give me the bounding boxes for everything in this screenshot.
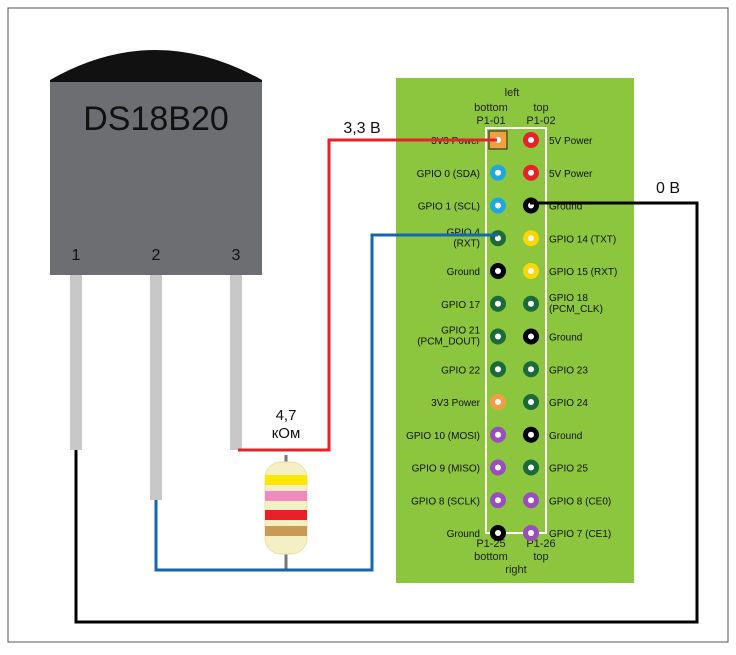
gpio-pin-right-11-label: GPIO 25 bbox=[549, 464, 588, 475]
gpio-pin-right-10-hole bbox=[528, 431, 534, 438]
gpio-pin-right-6-label-line-1: GPIO 18 bbox=[549, 293, 588, 304]
gpio-pin-left-3-label: GPIO 1 (SCL) bbox=[418, 202, 480, 213]
left-col-top-caption-2: P1-01 bbox=[476, 115, 505, 127]
left-col-top-caption-1: bottom bbox=[474, 102, 508, 114]
gpio-pin-left-4-label-line-1: GPIO 4 bbox=[447, 227, 481, 238]
gpio-pin-left-13-label: Ground bbox=[447, 529, 480, 540]
gpio-pin-left-11-label: GPIO 9 (MISO) bbox=[412, 464, 480, 475]
gpio-pin-right-13-label: GPIO 7 (CE1) bbox=[549, 529, 611, 540]
gpio-pin-left-10-hole bbox=[495, 431, 501, 438]
gpio-pin-right-12-label: GPIO 8 (CE0) bbox=[549, 496, 611, 507]
wire-3v3 bbox=[238, 138, 497, 452]
gpio-pin-right-8-hole bbox=[528, 366, 534, 373]
sensor-lead-1 bbox=[70, 275, 82, 450]
gpio-pin-right-9-hole bbox=[528, 399, 534, 405]
right-col-bottom-caption-2: top bbox=[533, 551, 548, 563]
gpio-pin-left-9-hole bbox=[495, 399, 501, 405]
gpio-pin-left-11-hole bbox=[495, 464, 501, 471]
gpio-pin-left-9-label: 3V3 Power bbox=[431, 398, 481, 409]
sensor-body bbox=[50, 82, 262, 275]
gpio-pin-right-2-hole bbox=[528, 169, 534, 176]
gpio-pin-right-7-hole bbox=[528, 333, 534, 340]
gpio-pin-left-8-hole bbox=[495, 366, 501, 373]
gpio-pin-right-4-label: GPIO 14 (TXT) bbox=[549, 234, 616, 245]
gpio-pin-left-2-label: GPIO 0 (SDA) bbox=[417, 169, 480, 180]
resistor-band-1 bbox=[265, 475, 307, 485]
gpio-pin-left-4-hole bbox=[495, 235, 501, 242]
gpio-pin-right-9-label: GPIO 24 bbox=[549, 398, 588, 409]
gpio-pin-left-6-hole bbox=[495, 300, 501, 307]
gpio-pin-right-5-label: GPIO 15 (RXT) bbox=[549, 267, 617, 278]
gpio-pin-right-2-label: 5V Power bbox=[549, 169, 593, 180]
gpio-pin-left-7-label-line-1: GPIO 21 bbox=[441, 326, 480, 337]
sensor-lead-3 bbox=[230, 275, 242, 450]
resistor-unit: кОм bbox=[272, 425, 301, 442]
gpio-pin-right-4-hole bbox=[528, 235, 534, 242]
wire-ground bbox=[74, 201, 699, 624]
gpio-pin-right-11-hole bbox=[528, 464, 534, 471]
wire-data bbox=[154, 233, 498, 572]
gpio-pin-right-13-hole bbox=[528, 530, 534, 536]
gpio-board bbox=[396, 78, 634, 583]
gpio-pin-left-7-label-line-2: (PCM_DOUT) bbox=[417, 337, 480, 348]
gpio-pin-right-1-label: 5V Power bbox=[549, 136, 593, 147]
gpio-pin-right-12-hole bbox=[528, 497, 534, 504]
left-col-bottom-caption-2: bottom bbox=[474, 551, 508, 563]
gpio-pin-right-1-hole bbox=[528, 137, 534, 143]
gpio-pin-left-5-label: Ground bbox=[447, 267, 480, 278]
gpio-pin-right-3-label: Ground bbox=[549, 202, 582, 213]
header-bottom-caption: right bbox=[505, 564, 526, 576]
sensor-pin-2-label: 2 bbox=[152, 247, 161, 264]
gpio-pin-right-6-hole bbox=[528, 300, 534, 307]
resistor-band-3 bbox=[265, 510, 307, 520]
gpio-pin-left-12-label: GPIO 8 (SCLK) bbox=[411, 496, 480, 507]
right-col-top-caption-1: top bbox=[533, 102, 548, 114]
header-top-caption: left bbox=[505, 87, 520, 99]
gpio-pin-left-5-hole bbox=[495, 268, 501, 274]
gpio-pin-left-4-label-line-2: (RXT) bbox=[453, 238, 480, 249]
resistor-band-4 bbox=[265, 526, 307, 536]
gpio-pin-left-7-hole bbox=[495, 333, 501, 340]
gpio-pin-left-13-hole bbox=[495, 530, 501, 536]
outer-frame bbox=[7, 7, 729, 643]
gpio-pin-right-8-label: GPIO 23 bbox=[549, 365, 588, 376]
sensor-name: DS18B20 bbox=[83, 100, 229, 138]
gpio-pin-right-7-label: Ground bbox=[549, 333, 582, 344]
gpio-pin-right-6-label-line-2: (PCM_CLK) bbox=[549, 304, 603, 315]
right-col-top-caption-2: P1-02 bbox=[526, 115, 555, 127]
gpio-pin-left-8-label: GPIO 22 bbox=[441, 365, 480, 376]
gpio-pin-left-2-hole bbox=[495, 169, 501, 176]
power-label: 3,3 В bbox=[343, 120, 380, 137]
sensor-lead-2 bbox=[150, 275, 162, 500]
gpio-pin-right-5-hole bbox=[528, 268, 534, 274]
sensor-pin-1-label: 1 bbox=[72, 247, 81, 264]
sensor-pin-3-label: 3 bbox=[232, 247, 241, 264]
gpio-pin-left-12-hole bbox=[495, 497, 501, 504]
right-col-bottom-caption-1: P1-26 bbox=[526, 538, 555, 550]
sensor-cap bbox=[50, 50, 262, 82]
resistor-band-2 bbox=[265, 491, 307, 501]
gpio-pin-right-10-label: Ground bbox=[549, 431, 582, 442]
pin-header-outline bbox=[485, 127, 547, 534]
left-col-bottom-caption-1: P1-25 bbox=[476, 538, 505, 550]
resistor-bands bbox=[265, 475, 307, 536]
ground-label: 0 В bbox=[656, 180, 680, 197]
gpio-pin-left-3-hole bbox=[495, 202, 501, 209]
resistor-value: 4,7 bbox=[276, 407, 297, 424]
gpio-pin-left-10-label: GPIO 10 (MOSI) bbox=[406, 431, 480, 442]
gpio-pin-left-6-label: GPIO 17 bbox=[441, 300, 480, 311]
